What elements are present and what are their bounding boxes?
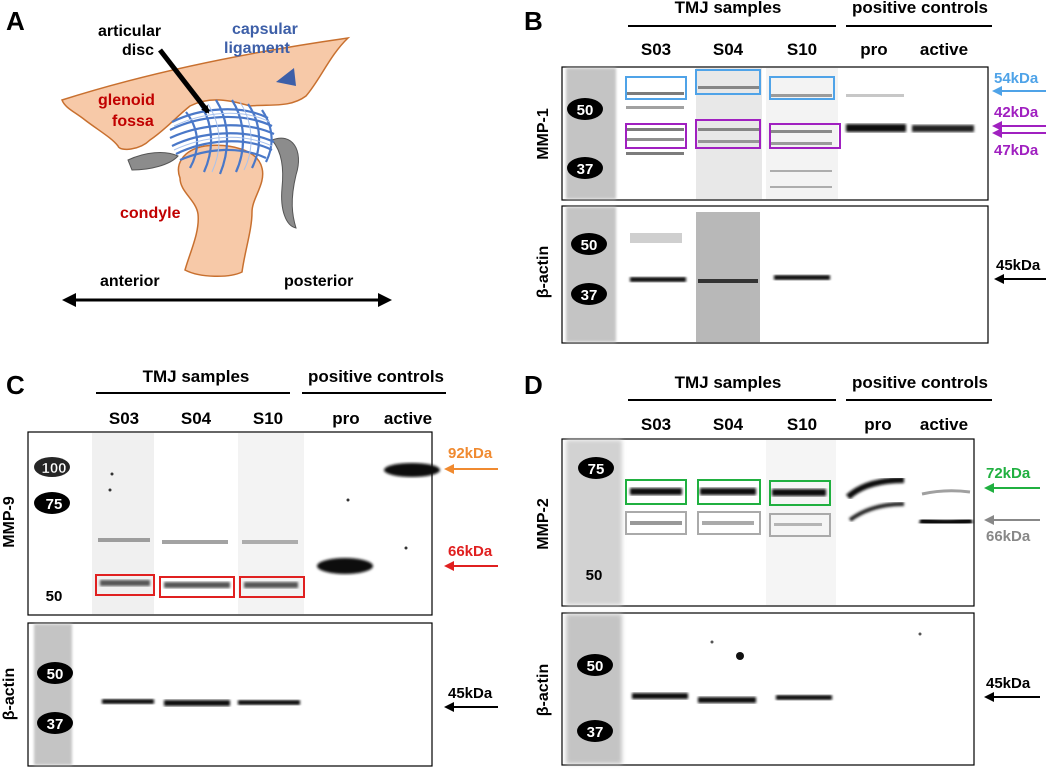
panel-b-lane-pro: pro bbox=[860, 40, 887, 59]
articular-disc-label-1: articular bbox=[98, 23, 161, 40]
panel-c-letter: C bbox=[6, 370, 25, 400]
panel-c-marker-100: 100 bbox=[41, 460, 66, 477]
panel-c-kda-66: 66kDa bbox=[448, 543, 493, 560]
panel-c-lane-s10: S10 bbox=[253, 409, 283, 428]
panel-d-kda-66: 66kDa bbox=[986, 528, 1031, 545]
panel-d-marker-50: 50 bbox=[586, 567, 603, 584]
capsular-ligament-label-2: ligament bbox=[224, 40, 290, 57]
panel-b-lane-s03: S03 bbox=[641, 40, 671, 59]
panel-c-marker-blobs-1 bbox=[34, 457, 70, 603]
condyle-label: condyle bbox=[120, 205, 181, 222]
panel-b-lane-s10: S10 bbox=[787, 40, 817, 59]
panel-c-lane-pro: pro bbox=[332, 409, 359, 428]
panel-c-group-samples: TMJ samples bbox=[143, 367, 250, 386]
panel-d-group-controls: positive controls bbox=[852, 373, 988, 392]
panel-b-actin-bands bbox=[630, 275, 830, 283]
panel-b-kda-45: 45kDa bbox=[996, 257, 1041, 274]
panel-d-marker-75: 75 bbox=[588, 461, 605, 478]
anterior-label: anterior bbox=[100, 273, 160, 290]
disc-highlights bbox=[173, 101, 273, 173]
panel-a: A art bbox=[6, 6, 392, 307]
panel-b-row1-label: MMP-1 bbox=[535, 108, 552, 160]
panel-b-group-controls: positive controls bbox=[852, 0, 988, 17]
panel-b-blot-actin bbox=[561, 205, 989, 344]
panel-c-row2-label: β-actin bbox=[1, 668, 18, 720]
panel-c-lane-s03: S03 bbox=[109, 409, 139, 428]
panel-b-lane-s04: S04 bbox=[713, 40, 744, 59]
panel-b-actin-marker-50: 50 bbox=[581, 237, 598, 254]
panel-d-row2-label: β-actin bbox=[535, 664, 552, 716]
panel-d-mmp2-bands bbox=[630, 477, 973, 527]
glenoid-fossa-shape bbox=[61, 36, 351, 151]
panel-c-mmp9-bands bbox=[98, 463, 440, 588]
panel-b-row2-label: β-actin bbox=[535, 246, 552, 298]
panel-d-actin-marker-50: 50 bbox=[587, 658, 604, 675]
panel-c-lane-s04: S04 bbox=[181, 409, 212, 428]
panel-d-lane-s03: S03 bbox=[641, 415, 671, 434]
panel-d-actin-marker-37: 37 bbox=[587, 724, 604, 741]
panel-d-letter: D bbox=[524, 370, 543, 400]
anterior-posterior-axis bbox=[62, 293, 392, 307]
retrodiscal-tissue bbox=[271, 137, 300, 229]
panel-d-group-samples: TMJ samples bbox=[675, 373, 782, 392]
anterior-tissue bbox=[127, 152, 179, 171]
panel-d-highlight-boxes bbox=[625, 479, 831, 537]
panel-b-letter: B bbox=[524, 6, 543, 36]
panel-b-marker-blobs-1 bbox=[567, 98, 603, 179]
panel-b-mmp1-bands bbox=[626, 86, 974, 188]
panel-c-row1-label: MMP-9 bbox=[1, 496, 18, 548]
panel-d-lane-pro: pro bbox=[864, 415, 891, 434]
panel-c-actin-bands bbox=[102, 699, 300, 706]
panel-b-lane-active: active bbox=[920, 40, 968, 59]
panel-b-kda-47: 47kDa bbox=[994, 142, 1039, 159]
panel-c-actin-marker-50: 50 bbox=[47, 666, 64, 683]
panel-d-actin-bands bbox=[632, 632, 922, 703]
articular-disc-fibres bbox=[169, 99, 275, 175]
panel-d-marker-blobs-1 bbox=[578, 457, 614, 479]
panel-d-lane-s04: S04 bbox=[713, 415, 744, 434]
panel-c-blot-actin bbox=[27, 622, 433, 767]
articular-disc-label-2: disc bbox=[122, 42, 154, 59]
panel-d-kda-72: 72kDa bbox=[986, 465, 1031, 482]
panel-c-marker-50: 50 bbox=[46, 588, 63, 605]
panel-c-kda-45: 45kDa bbox=[448, 685, 493, 702]
condyle-shape bbox=[177, 144, 264, 277]
panel-b-marker-blobs-2 bbox=[571, 233, 607, 305]
panel-b: B TMJ samples positive controls S03 S04 … bbox=[524, 0, 1046, 344]
panel-c-marker-75: 75 bbox=[46, 496, 63, 513]
panel-c-group-controls: positive controls bbox=[308, 367, 444, 386]
glenoid-fossa-label-1: glenoid bbox=[98, 92, 155, 109]
panel-d-row1-label: MMP-2 bbox=[535, 498, 552, 550]
capsular-ligament-pointer bbox=[276, 68, 296, 86]
panel-a-letter: A bbox=[6, 6, 25, 36]
capsular-ligament-label-1: capsular bbox=[232, 21, 298, 38]
panel-c-actin-marker-37: 37 bbox=[47, 716, 64, 733]
articular-disc-pointer bbox=[158, 48, 210, 114]
panel-d: D TMJ samples positive controls S03 S04 … bbox=[524, 370, 1040, 766]
panel-b-kda-54: 54kDa bbox=[994, 70, 1039, 87]
panel-c-lane-active: active bbox=[384, 409, 432, 428]
posterior-label: posterior bbox=[284, 273, 353, 290]
panel-b-highlight-boxes bbox=[625, 69, 841, 149]
panel-c-marker-blobs-2 bbox=[37, 662, 73, 734]
glenoid-fossa-label-2: fossa bbox=[112, 113, 154, 130]
panel-b-marker-50: 50 bbox=[577, 102, 594, 119]
panel-c-highlight-boxes bbox=[95, 574, 305, 598]
panel-c-kda-92: 92kDa bbox=[448, 445, 493, 462]
panel-b-marker-37: 37 bbox=[577, 161, 594, 178]
panel-b-group-samples: TMJ samples bbox=[675, 0, 782, 17]
panel-d-blot-actin bbox=[561, 612, 975, 766]
panel-d-lane-s10: S10 bbox=[787, 415, 817, 434]
panel-d-kda-45: 45kDa bbox=[986, 675, 1031, 692]
panel-c: C TMJ samples positive controls S03 S04 … bbox=[1, 367, 498, 767]
panel-b-kda-42: 42kDa bbox=[994, 104, 1039, 121]
panel-b-actin-marker-37: 37 bbox=[581, 287, 598, 304]
panel-d-lane-active: active bbox=[920, 415, 968, 434]
panel-d-marker-blobs-2 bbox=[577, 654, 613, 742]
